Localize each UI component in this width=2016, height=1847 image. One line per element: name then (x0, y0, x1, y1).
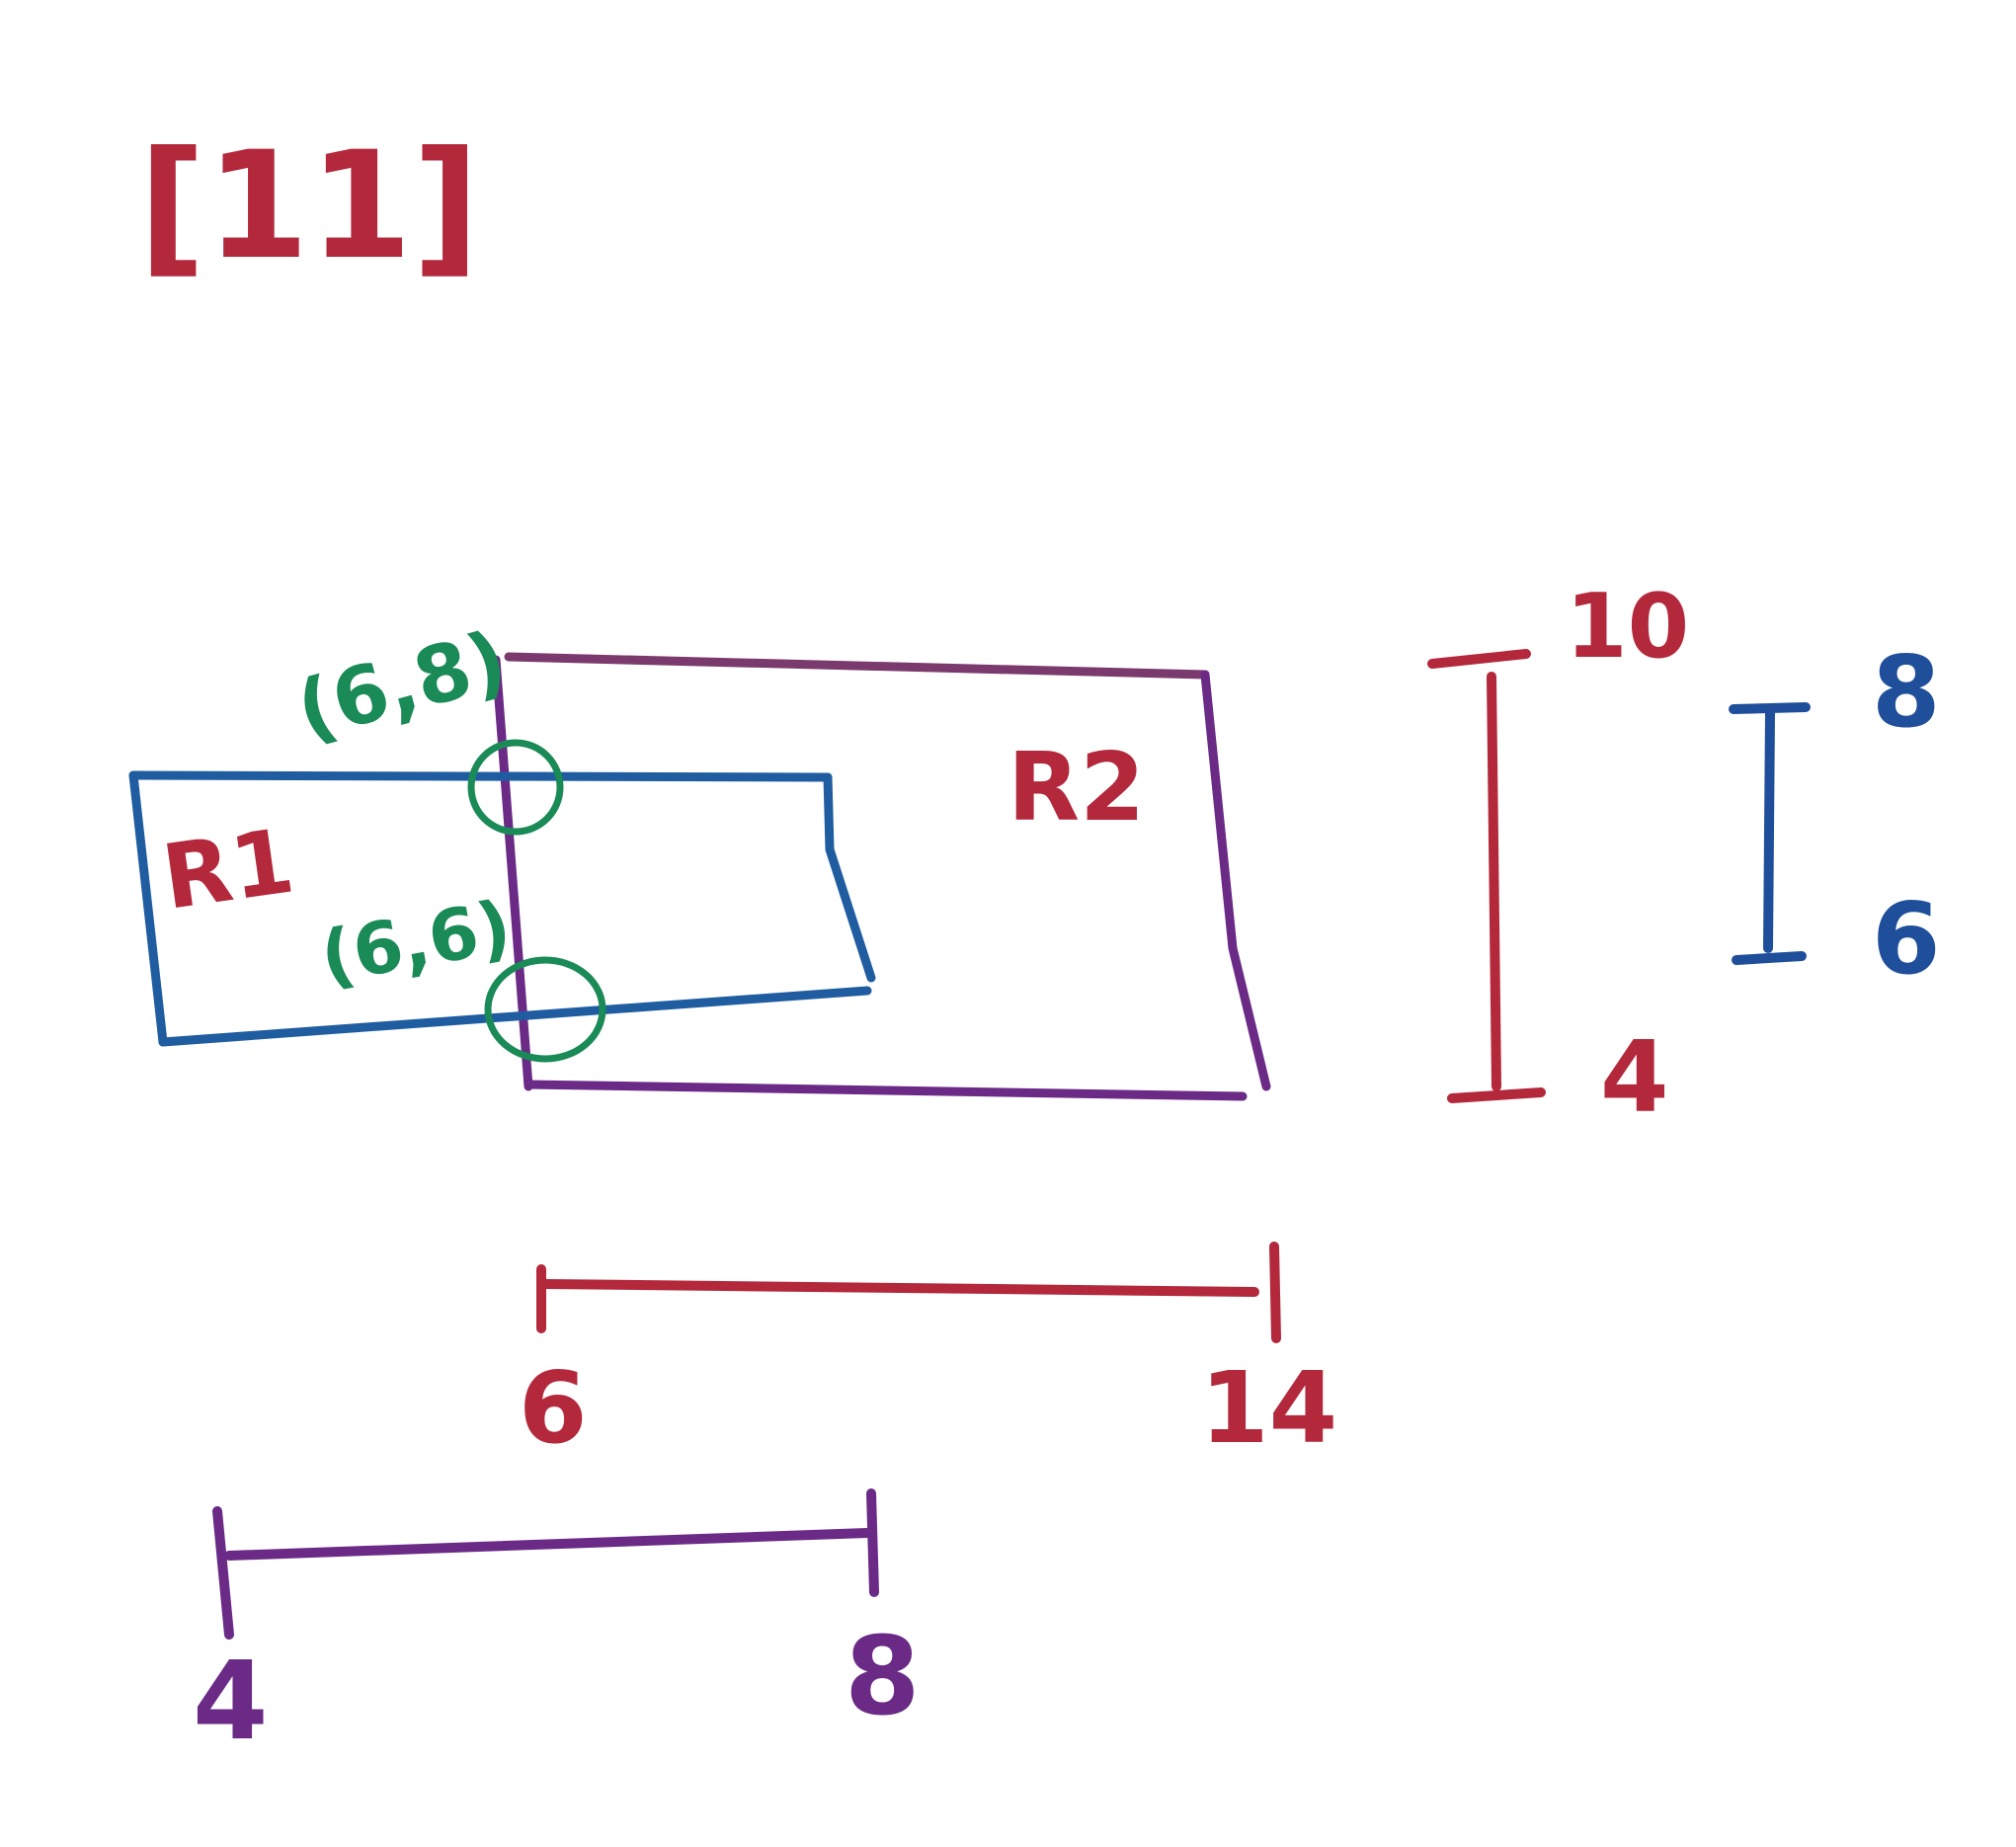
vertical-range-blue-bottom: 6 (1872, 881, 1941, 997)
horizontal-range-purple-right: 8 (845, 1613, 921, 1739)
vertical-range-red (1427, 649, 1546, 1103)
intersection-label-bottom: (6,6) (314, 884, 517, 999)
problem-number: [11] (138, 120, 480, 292)
horizontal-range-purple-left: 4 (193, 1638, 269, 1764)
horizontal-range-red-right: 14 (1200, 1350, 1337, 1466)
horizontal-range-red-left: 6 (519, 1350, 588, 1466)
intersection-label-top: (6,8) (287, 613, 517, 757)
vertical-range-blue-top: 8 (1872, 634, 1941, 750)
rectangle-r2-label: R2 (1008, 734, 1145, 843)
rectangle-r1 (128, 770, 876, 1047)
intersection-circle (484, 956, 606, 1063)
horizontal-range-purple (212, 1488, 879, 1640)
rectangle-r2 (491, 652, 1271, 1101)
vertical-range-blue (1729, 702, 1811, 965)
rectangle-r1-label: R1 (156, 809, 299, 929)
vertical-range-red-bottom: 4 (1600, 1019, 1669, 1135)
intersection-circle (467, 739, 564, 836)
vertical-range-red-top: 10 (1566, 575, 1689, 679)
horizontal-range-red (536, 1242, 1281, 1343)
